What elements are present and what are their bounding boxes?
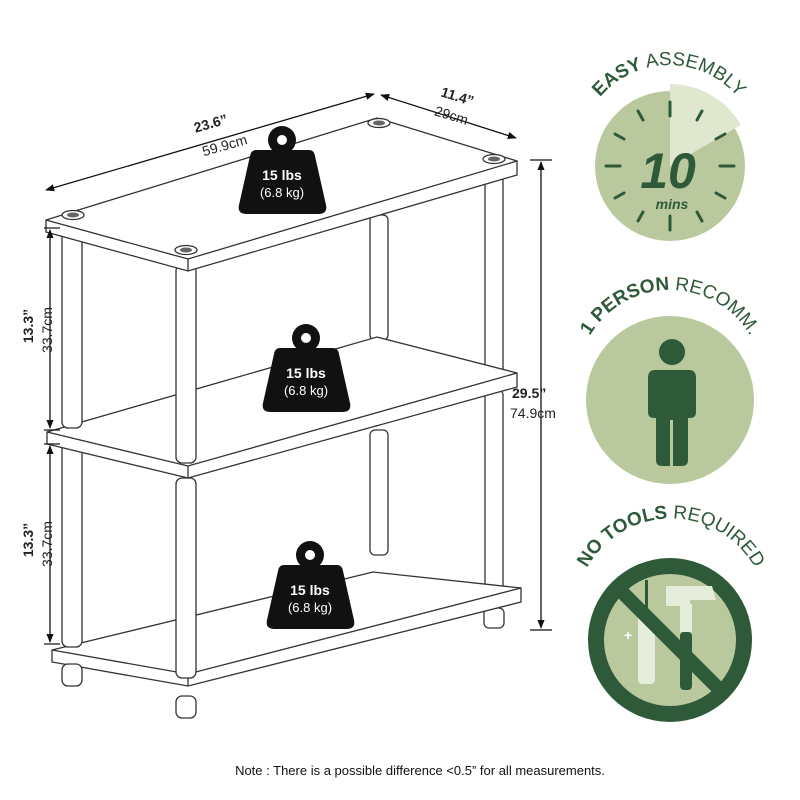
weight-kg: (6.8 kg) bbox=[260, 185, 304, 200]
width-inches: 23.6” bbox=[192, 111, 229, 136]
badge-one-person: 1 PERSON RECOMM. bbox=[576, 274, 764, 484]
dimension-tier-lower: 13.3” 33.7cm bbox=[20, 443, 60, 645]
tier-lower-inches: 13.3” bbox=[20, 523, 36, 557]
back-post-right-upper bbox=[369, 214, 389, 341]
front-post-left-upper bbox=[61, 229, 83, 429]
dimension-height: 29.5” 74.9cm bbox=[510, 159, 556, 631]
front-foot-mid bbox=[175, 695, 197, 719]
no-tools-icon: + bbox=[588, 558, 752, 722]
front-post-mid-upper bbox=[175, 264, 197, 464]
back-post-far-right-lower bbox=[484, 389, 504, 591]
weight-icon-middle: 15 lbs (6.8 kg) bbox=[262, 324, 351, 412]
weight-lbs: 15 lbs bbox=[286, 365, 326, 381]
assembly-minutes: 10 bbox=[640, 143, 696, 199]
weight-lbs: 15 lbs bbox=[290, 582, 330, 598]
tier-upper-cm: 33.7cm bbox=[39, 307, 55, 353]
tier-upper-inches: 13.3” bbox=[20, 309, 36, 343]
badge-easy-assembly: EASY ASSEMBLY 10 mins bbox=[588, 49, 750, 241]
width-cm: 59.9cm bbox=[200, 131, 249, 159]
clock-icon: 10 mins bbox=[595, 84, 745, 241]
person-icon bbox=[648, 339, 696, 466]
svg-text:+: + bbox=[624, 627, 632, 643]
front-post-mid-lower bbox=[175, 477, 197, 679]
front-post-left-lower bbox=[61, 441, 83, 648]
weight-kg: (6.8 kg) bbox=[284, 383, 328, 398]
weight-icon-bottom: 15 lbs (6.8 kg) bbox=[266, 541, 355, 629]
measurement-note: Note : There is a possible difference <0… bbox=[235, 763, 605, 778]
weight-lbs: 15 lbs bbox=[262, 167, 302, 183]
back-post-far-right-upper bbox=[484, 159, 504, 376]
front-foot-left bbox=[61, 663, 83, 687]
height-cm: 74.9cm bbox=[510, 405, 556, 421]
assembly-unit: mins bbox=[656, 196, 689, 212]
dimension-tier-upper: 13.3” 33.7cm bbox=[20, 227, 60, 431]
tier-lower-cm: 33.7cm bbox=[39, 521, 55, 567]
height-inches: 29.5” bbox=[512, 385, 546, 401]
back-post-right-lower bbox=[369, 429, 389, 556]
badge-no-tools: NO TOOLS REQUIRED + bbox=[573, 502, 769, 722]
weight-kg: (6.8 kg) bbox=[288, 600, 332, 615]
